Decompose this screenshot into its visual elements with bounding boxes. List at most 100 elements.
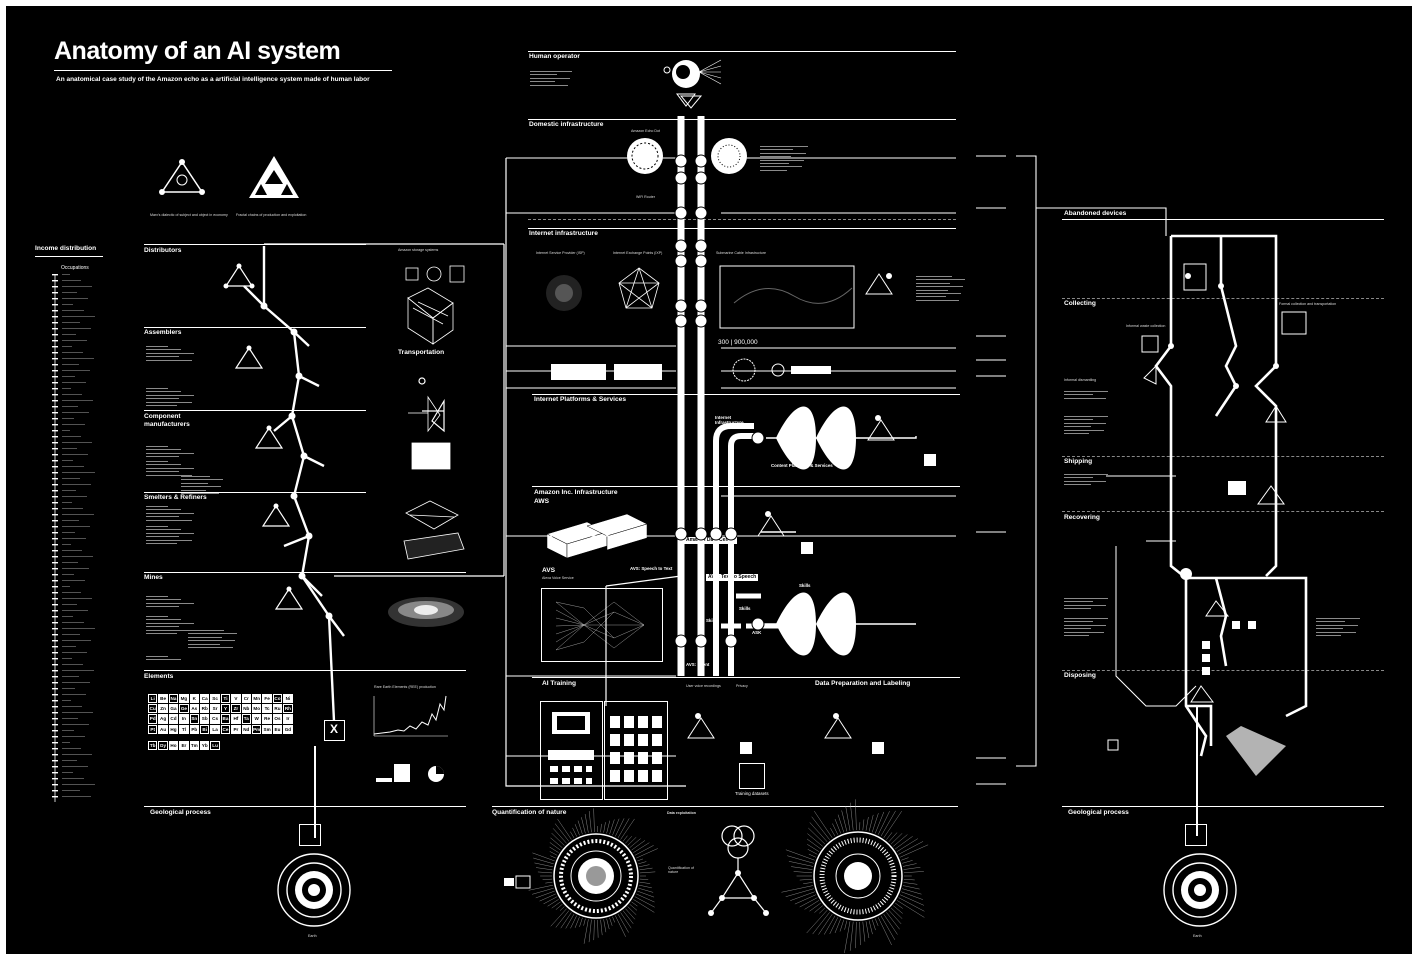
fine-print-line — [146, 467, 194, 469]
income-label-line — [62, 556, 93, 557]
fine-print-line — [146, 599, 181, 601]
page-subtitle: An anatomical case study of the Amazon e… — [56, 76, 370, 83]
income-label-line — [62, 694, 86, 695]
income-label-line — [62, 382, 86, 383]
income-label-line — [62, 778, 84, 779]
occupations-label: Occupations — [61, 265, 89, 271]
isp-label: Internet Service Provider (ISP) — [536, 251, 585, 255]
fine-print-line — [146, 519, 192, 521]
income-label-line — [62, 442, 92, 443]
element-cell: Tb — [148, 740, 158, 750]
quantification-ray — [807, 849, 818, 855]
income-label-line — [62, 754, 92, 755]
quantification-ray — [787, 855, 814, 864]
quantification-ray — [785, 888, 814, 897]
quantification-ray — [890, 907, 903, 919]
quantification-ray — [638, 861, 647, 865]
income-label-line — [62, 628, 95, 629]
fine-print-line — [181, 486, 221, 488]
element-cell: Ni — [283, 694, 293, 704]
income-label-line — [62, 748, 81, 749]
element-cell: Ir — [283, 714, 293, 724]
fine-print-line — [1316, 624, 1358, 626]
quantification-ray — [902, 885, 920, 890]
fine-print-line — [146, 506, 168, 507]
quantification-ray — [639, 867, 653, 871]
element-cell: Pm — [252, 724, 262, 734]
transportation-icons — [403, 395, 465, 560]
element-cell: Mo — [252, 704, 262, 714]
quantification-ray — [888, 910, 902, 925]
fine-print-line — [181, 476, 210, 477]
quantification-ray — [818, 914, 833, 935]
quantification-ray — [615, 818, 625, 837]
element-cell: Ta — [241, 714, 251, 724]
fine-print-line — [1064, 601, 1093, 603]
quantification-ray — [574, 824, 580, 836]
quantification-ray — [896, 900, 925, 918]
income-label-line — [62, 418, 74, 419]
dialectic-caption: Marx's dialectic of subject and object i… — [150, 213, 228, 217]
component-divider — [144, 410, 366, 411]
income-label-line — [62, 796, 91, 797]
data-exploitation-label: Data exploitation — [667, 811, 696, 815]
income-label-line — [62, 412, 89, 413]
domestic-infrastructure-title: Domestic infrastructure — [529, 121, 604, 128]
quantification-ray — [612, 916, 615, 923]
quantification-ray — [600, 919, 603, 936]
elements-divider — [144, 670, 466, 671]
quantification-ray — [579, 917, 583, 927]
quantification-ray — [625, 836, 632, 844]
quantification-ray — [600, 823, 602, 833]
element-cell: Pt — [148, 724, 158, 734]
fine-print-line — [1064, 635, 1089, 636]
training-dataset-box — [739, 763, 765, 789]
element-cell: Ag — [158, 714, 168, 724]
element-cell: Ho — [168, 740, 179, 750]
quantification-ray — [899, 844, 929, 858]
quantification-ray — [790, 891, 815, 901]
element-cell: Hf — [231, 714, 241, 724]
fine-print-line — [146, 619, 181, 621]
fine-print-line — [146, 629, 192, 631]
platforms-divider — [532, 394, 960, 395]
ree-chart-title: Rare Earth Elements (REE) production — [374, 685, 436, 689]
element-cell: Cs — [210, 714, 220, 724]
amazon-divider — [532, 486, 960, 487]
income-label-line — [62, 682, 90, 683]
mine-map — [388, 597, 464, 627]
quantification-ray — [633, 899, 655, 913]
quantification-ray — [865, 921, 870, 939]
income-distribution-title: Income distribution — [35, 245, 97, 252]
fine-print-line — [916, 282, 950, 284]
fine-print-line — [916, 276, 952, 277]
income-label-line — [62, 502, 72, 503]
skills-label-3: Skills — [799, 583, 811, 588]
quantification-ray — [844, 920, 848, 930]
income-label-line — [62, 466, 84, 467]
quantification-ray — [809, 902, 821, 912]
strata-icon-left — [299, 824, 321, 846]
shipping-title: Shipping — [1064, 458, 1093, 465]
quantification-ray — [565, 914, 575, 929]
income-label-line — [62, 622, 84, 623]
quantification-ray — [844, 921, 851, 954]
fine-print-line — [1316, 635, 1341, 636]
quantification-ray — [895, 836, 913, 850]
quantification-ray — [841, 810, 848, 832]
fine-print-line — [916, 293, 961, 294]
element-cell: Cr — [241, 694, 251, 704]
quant-nature-small-label: Quantification of nature — [668, 866, 694, 875]
quantification-ray — [588, 919, 592, 943]
income-label-line — [62, 358, 94, 359]
fine-print-line — [1316, 628, 1343, 630]
avs-full-label: Alexa Voice Service — [542, 576, 574, 580]
income-label-line — [62, 670, 94, 671]
element-cell: Mg — [179, 694, 189, 704]
quantification-ray — [559, 906, 565, 911]
quantification-ray — [637, 890, 655, 898]
fine-print-line — [146, 449, 181, 451]
income-label-line — [62, 526, 90, 527]
disposing-dashed — [1062, 670, 1384, 671]
